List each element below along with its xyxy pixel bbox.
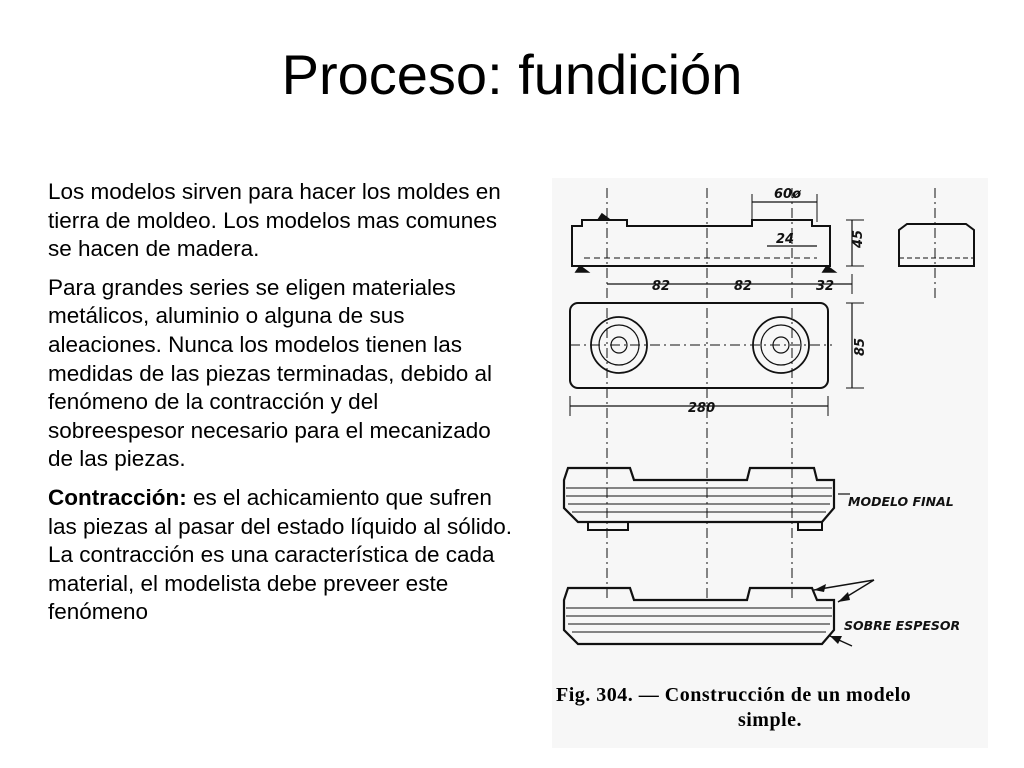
dim-82-a: 82 <box>652 279 670 294</box>
figure-caption-line1: Fig. 304. — Construcción de un modelo <box>556 684 912 706</box>
dim-60: 60ø <box>774 187 802 202</box>
definition-term: Contracción: <box>48 484 187 510</box>
dim-32: 32 <box>816 279 834 294</box>
pattern-drawing: 60ø 24 45 82 82 32 85 280 MODELO FINAL S… <box>562 187 975 647</box>
side-view <box>898 223 975 267</box>
paragraph-grandes-series: Para grandes series se eligen materiales… <box>48 274 493 472</box>
label-sobre-espesor: SOBRE ESPESOR <box>844 618 960 633</box>
label-modelo-final: MODELO FINAL <box>848 494 954 509</box>
paragraph-modelos: Los modelos sirven para hacer los moldes… <box>48 179 501 262</box>
slide-title: Proceso: fundición <box>281 43 743 106</box>
body-text: Los modelos sirven para hacer los moldes… <box>48 178 518 637</box>
dim-24: 24 <box>776 232 794 247</box>
figure-caption-line2: simple. <box>737 709 803 731</box>
dim-280: 280 <box>688 401 715 416</box>
final-model <box>562 466 836 524</box>
dim-82-b: 82 <box>734 279 752 294</box>
paragraph-contraccion: Contracción: es el achicamiento que sufr… <box>48 484 518 627</box>
sobre-espesor-model <box>562 586 836 646</box>
definition-text: es el achicamiento que sufren las piezas… <box>48 484 513 625</box>
figure-scan: 60ø 24 45 82 82 32 85 280 MODELO FINAL S… <box>552 178 988 748</box>
dim-45: 45 <box>851 230 866 249</box>
dim-85: 85 <box>853 338 868 356</box>
